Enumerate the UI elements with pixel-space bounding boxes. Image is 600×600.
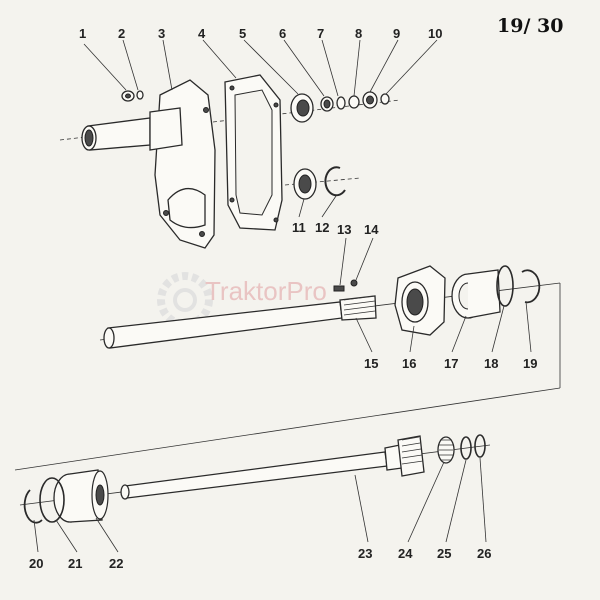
needle-bearing-part-24 — [437, 436, 455, 464]
shaft-part-23 — [120, 435, 425, 500]
callout-7: 7 — [317, 26, 324, 41]
pin-part-14 — [350, 279, 358, 287]
callout-18: 18 — [484, 356, 498, 371]
circlip-part-20 — [23, 489, 43, 524]
watermark-text: TraktorPro — [205, 276, 327, 306]
ring-part-6 — [320, 96, 334, 112]
nut-part-1 — [121, 90, 135, 102]
callout-5: 5 — [239, 26, 246, 41]
shaft-part-15 — [103, 295, 377, 349]
callout-20: 20 — [29, 556, 43, 571]
callout-4: 4 — [198, 26, 206, 41]
callout-23: 23 — [358, 546, 372, 561]
bearing-part-17 — [451, 269, 501, 319]
circlip-part-19 — [521, 269, 541, 304]
ring-part-26 — [474, 434, 486, 458]
leader-lines — [33, 39, 532, 553]
ring-part-7 — [336, 96, 346, 110]
callout-16: 16 — [402, 356, 416, 371]
callout-8: 8 — [355, 26, 362, 41]
gasket-part-4 — [224, 74, 283, 231]
callout-12: 12 — [315, 220, 329, 235]
callout-22: 22 — [109, 556, 123, 571]
callout-19: 19 — [523, 356, 537, 371]
housing-part-3 — [81, 79, 216, 249]
ring-part-8 — [348, 95, 360, 109]
ring-part-10 — [380, 93, 390, 105]
washer-part-2 — [136, 90, 144, 100]
callout-3: 3 — [158, 26, 165, 41]
flange-part-16 — [394, 265, 446, 336]
callout-15: 15 — [364, 356, 378, 371]
connector-line-diagonal — [14, 387, 561, 471]
callout-21: 21 — [68, 556, 82, 571]
bearing-part-9 — [362, 91, 378, 109]
callout-14: 14 — [364, 222, 379, 237]
key-part-13 — [333, 285, 345, 292]
ring-part-25 — [460, 436, 472, 460]
callout-9: 9 — [393, 26, 400, 41]
page-number: 19/ 30 — [497, 15, 563, 37]
callout-17: 17 — [444, 356, 458, 371]
callout-1: 1 — [79, 26, 86, 41]
callout-11: 11 — [292, 220, 306, 235]
callout-13: 13 — [337, 222, 351, 237]
callout-labels: 1 2 3 4 5 6 7 8 9 10 11 12 13 14 15 16 1… — [29, 26, 537, 571]
seal-part-5 — [290, 93, 314, 123]
callout-10: 10 — [428, 26, 442, 41]
ring-part-21 — [39, 477, 65, 523]
callout-24: 24 — [398, 546, 413, 561]
ring-part-18 — [496, 265, 514, 307]
bearing-part-22 — [53, 469, 109, 523]
callout-6: 6 — [279, 26, 286, 41]
callout-26: 26 — [477, 546, 491, 561]
axis-line-bearing — [284, 177, 361, 186]
callout-2: 2 — [118, 26, 125, 41]
circlip-part-12 — [324, 166, 346, 197]
bearing-part-11 — [293, 168, 317, 200]
watermark: TraktorPro — [157, 272, 327, 328]
callout-25: 25 — [437, 546, 451, 561]
